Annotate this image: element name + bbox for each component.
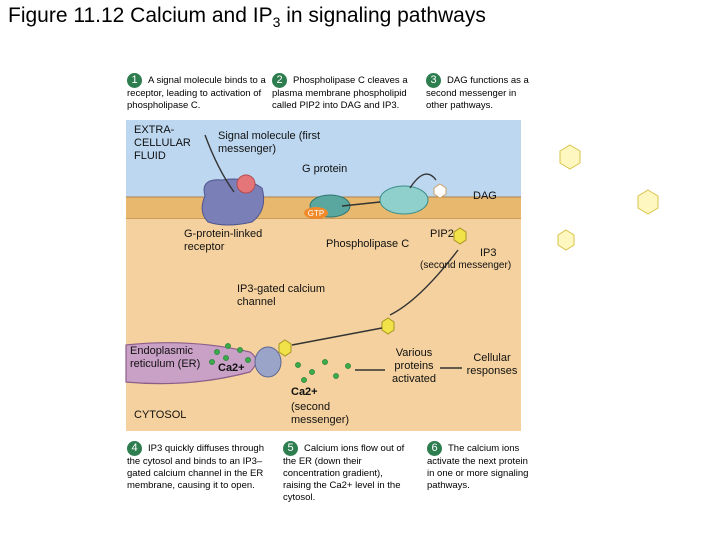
- dag-label: DAG: [473, 190, 497, 202]
- svg-text:GTP: GTP: [308, 209, 324, 218]
- calcium-ions-er: [209, 343, 251, 365]
- ca-second-messenger-label: (second messenger): [291, 401, 350, 426]
- cytosol-label: CYTOSOL: [134, 409, 187, 421]
- extracellular-label: EXTRA-CELLULAR FLUID: [134, 124, 191, 162]
- signal-molecule: [236, 174, 256, 194]
- step-1-badge: 1: [127, 73, 142, 88]
- gtp-badge: [304, 207, 328, 219]
- step-5-badge: 5: [283, 441, 298, 456]
- er-label: Endoplasmic reticulum (ER): [130, 345, 201, 370]
- arrow-plc: [409, 173, 437, 189]
- step-6-badge: 6: [427, 441, 442, 456]
- g-protein-label: G protein: [302, 163, 348, 175]
- cellular-responses-label: Cellular responses: [466, 352, 518, 377]
- ip3-second-messenger-label: (second messenger): [420, 260, 512, 271]
- step-2-badge: 2: [272, 73, 287, 88]
- ip3-gated-channel: [254, 346, 282, 378]
- channel-label: IP3-gated calcium channel: [237, 283, 326, 308]
- figure-title: Figure 11.12 Calcium and IP3 in signalin…: [8, 4, 486, 31]
- ip3-label: IP3: [480, 247, 497, 259]
- pip2-label: PIP2: [430, 228, 454, 240]
- phospholipase-c: [379, 185, 429, 215]
- receptor-label: G-protein-linked receptor: [184, 228, 263, 253]
- calcium-ions-cytosol: [295, 359, 351, 383]
- extracellular-region: [126, 120, 521, 200]
- arrow-gprotein: [341, 201, 381, 207]
- ca-cytosol-label: Ca2+: [291, 386, 318, 398]
- second-messenger-molecule: [559, 144, 581, 170]
- second-messenger-molecule: [637, 189, 659, 215]
- arrow-ip3-bind: [291, 327, 383, 346]
- phospholipase-c-label: Phospholipase C: [326, 238, 410, 250]
- second-messenger-molecule: [557, 229, 575, 251]
- ip3-molecule: [453, 227, 467, 245]
- pip2-molecule: [433, 183, 447, 199]
- step-3-badge: 3: [426, 73, 441, 88]
- proteins-activated-label: Various proteins activated: [391, 347, 437, 385]
- ip3-molecule: [381, 317, 395, 335]
- ca-er-label: Ca2+: [218, 362, 245, 374]
- step-4-badge: 4: [127, 441, 142, 456]
- arrow-ip3-diffuse: [389, 249, 459, 316]
- arrow-signal: [204, 134, 235, 193]
- signal-molecule-label: Signal molecule (first messenger): [218, 130, 321, 155]
- ip3-molecule: [278, 339, 292, 357]
